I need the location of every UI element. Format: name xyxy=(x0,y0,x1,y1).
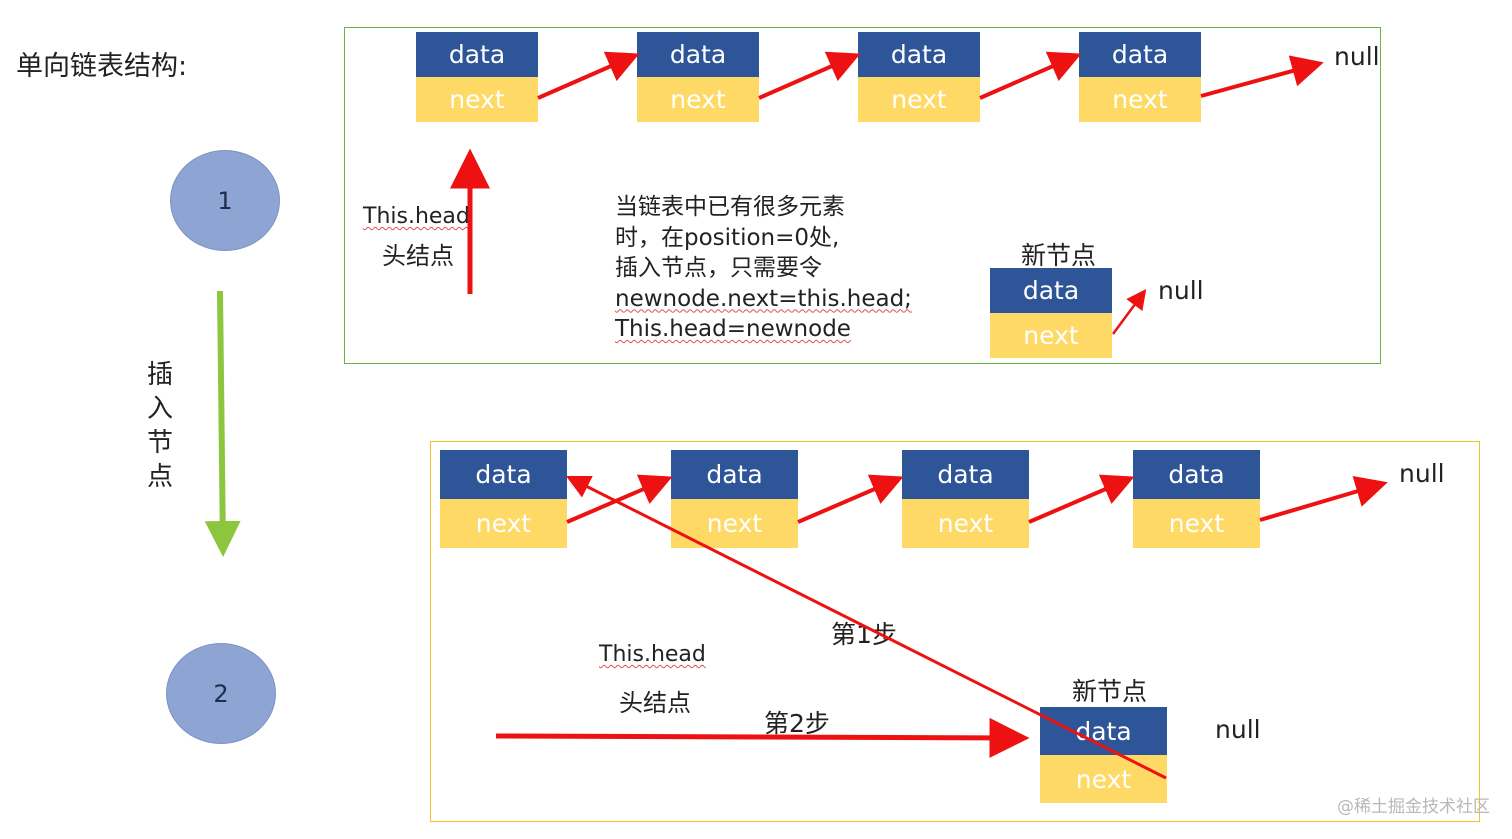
insert-direction-arrow xyxy=(204,290,241,557)
top-description: 当链表中已有很多元素 时，在position=0处, 插入节点，只需要令 new… xyxy=(615,192,912,345)
step-circle-1-label: 1 xyxy=(217,186,233,215)
node-data-field: data xyxy=(990,268,1112,313)
insert-label-char: 节 xyxy=(146,428,173,458)
bottom-node-1: data next xyxy=(440,450,567,548)
description-line: 当链表中已有很多元素 xyxy=(615,194,845,220)
insert-label-char: 入 xyxy=(146,394,173,424)
bottom-node-2: data next xyxy=(671,450,798,548)
node-data-field: data xyxy=(1040,707,1167,755)
step-circle-1: 1 xyxy=(170,150,280,251)
step2-label: 第2步 xyxy=(764,709,830,738)
top-head-sublabel: 头结点 xyxy=(382,242,454,270)
node-next-field: next xyxy=(1133,499,1260,548)
node-next-field: next xyxy=(1040,755,1167,803)
top-null-label: null xyxy=(1334,42,1380,71)
top-new-node-null-label: null xyxy=(1158,276,1204,305)
top-diagram-frame xyxy=(344,27,1381,364)
step-circle-2: 2 xyxy=(166,643,276,744)
bottom-new-node-null-label: null xyxy=(1215,715,1261,744)
node-next-field: next xyxy=(671,499,798,548)
bottom-head-sublabel: 头结点 xyxy=(619,689,691,717)
watermark: @稀土掘金技术社区 xyxy=(1337,797,1490,817)
node-data-field: data xyxy=(902,450,1029,499)
node-next-field: next xyxy=(1079,77,1201,122)
node-next-field: next xyxy=(416,77,538,122)
bottom-node-4: data next xyxy=(1133,450,1260,548)
top-node-4: data next xyxy=(1079,32,1201,122)
description-line: This.head=newnode xyxy=(615,316,851,342)
bottom-node-3: data next xyxy=(902,450,1029,548)
step1-label: 第1步 xyxy=(831,620,897,649)
node-data-field: data xyxy=(1133,450,1260,499)
node-data-field: data xyxy=(440,450,567,499)
bottom-diagram-frame xyxy=(430,441,1480,822)
bottom-null-label: null xyxy=(1399,459,1445,488)
diagram-title: 单向链表结构: xyxy=(16,51,188,82)
node-next-field: next xyxy=(637,77,759,122)
node-data-field: data xyxy=(637,32,759,77)
top-node-1: data next xyxy=(416,32,538,122)
step-circle-2-label: 2 xyxy=(213,679,229,708)
bottom-new-node-label: 新节点 xyxy=(1072,677,1148,706)
top-head-label: This.head xyxy=(363,204,470,229)
description-line: 时，在position=0处, xyxy=(615,224,840,251)
node-data-field: data xyxy=(858,32,980,77)
description-line: 插入节点，只需要令 xyxy=(615,255,822,281)
top-new-node-label: 新节点 xyxy=(1021,241,1097,270)
node-next-field: next xyxy=(440,499,567,548)
bottom-head-label: This.head xyxy=(599,642,706,667)
node-next-field: next xyxy=(858,77,980,122)
top-node-3: data next xyxy=(858,32,980,122)
top-node-2: data next xyxy=(637,32,759,122)
node-data-field: data xyxy=(671,450,798,499)
node-data-field: data xyxy=(416,32,538,77)
node-data-field: data xyxy=(1079,32,1201,77)
insert-label-char: 点 xyxy=(146,462,173,492)
description-line: newnode.next=this.head; xyxy=(615,285,912,312)
node-next-field: next xyxy=(990,313,1112,358)
insert-node-label: 插 入 节 点 xyxy=(145,358,175,494)
bottom-new-node: data next xyxy=(1040,707,1167,803)
node-next-field: next xyxy=(902,499,1029,548)
top-new-node: data next xyxy=(990,268,1112,358)
insert-label-char: 插 xyxy=(146,360,173,390)
